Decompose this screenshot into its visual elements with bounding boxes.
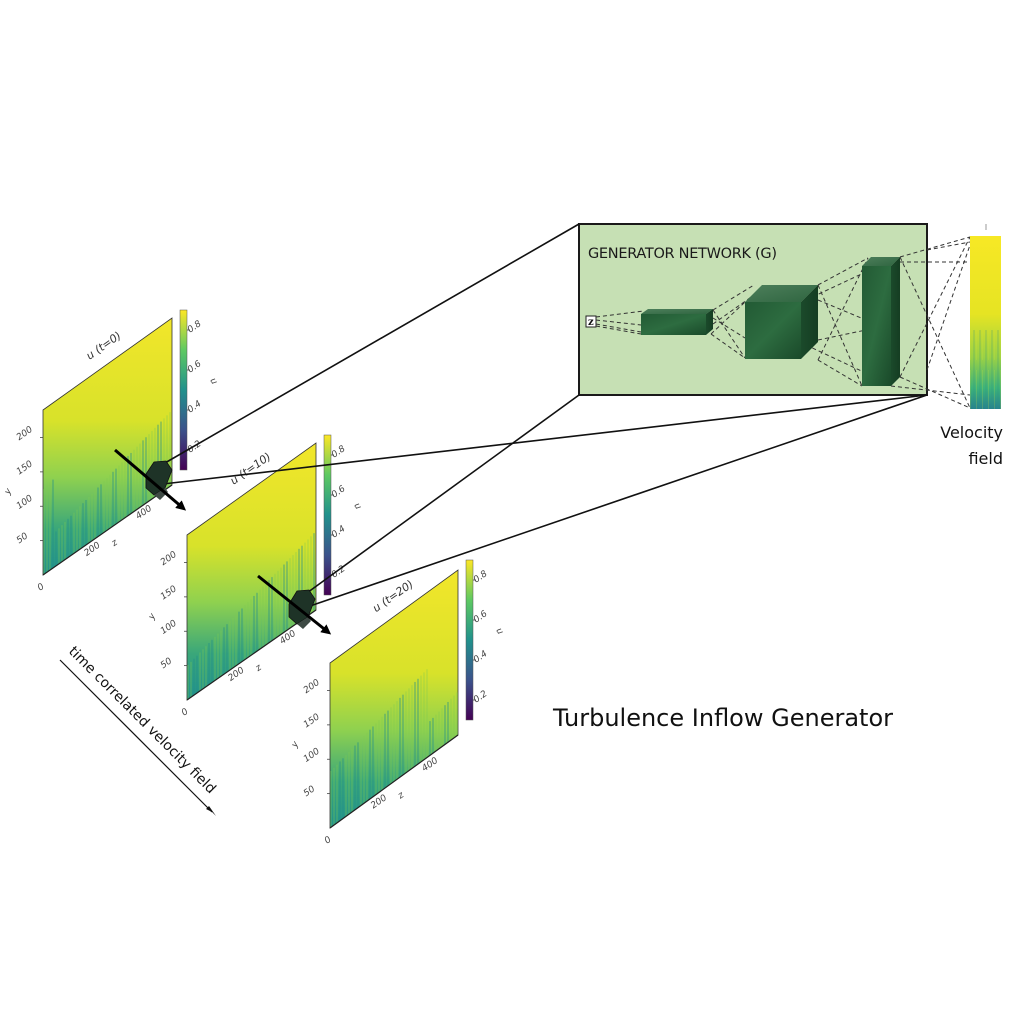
velocity-field-texture [970, 330, 1001, 409]
generator-layer-3 [862, 257, 900, 386]
y-tick-label: 100 [159, 619, 179, 637]
colorbar [179, 309, 188, 471]
projection-lines [157, 223, 928, 607]
y-tick-label: 0 [36, 582, 47, 594]
generator-title: GENERATOR NETWORK (G) [588, 246, 777, 262]
velocity-panel-3: u (t=20)050100150200y200400z0.20.40.60.8… [289, 559, 505, 847]
heatmap-texture [330, 669, 458, 828]
y-tick-label: 100 [302, 747, 322, 765]
y-tick-label: 100 [15, 494, 35, 512]
colorbar-tick-label: 0.6 [330, 484, 348, 501]
colorbar-tick-label: 0.8 [186, 319, 204, 336]
generator-layer-2 [745, 285, 818, 359]
colorbar-tick-label: 0.6 [472, 609, 490, 626]
time-arrow-1 [114, 448, 187, 511]
colorbar [465, 559, 474, 721]
time-arrow-2 [257, 574, 332, 635]
y-tick-label: 200 [15, 425, 35, 443]
y-tick-label: 0 [180, 707, 191, 719]
y-axis-label: y [2, 486, 14, 497]
z-axis-line [42, 484, 173, 576]
y-tick-label: 200 [302, 678, 322, 696]
y-tick-label: 150 [159, 584, 179, 602]
colorbar-tick-label: 0.4 [472, 649, 490, 666]
velocity-field-label-line2: field [968, 449, 1003, 468]
generator-layer-1 [641, 309, 713, 335]
colorbar-tick-label: 0.8 [330, 444, 348, 461]
velocity-field-label-line1: Velocity [940, 423, 1003, 442]
y-axis-label: y [289, 739, 301, 750]
output-connections [890, 236, 971, 409]
projection-line-2a [299, 394, 580, 599]
y-tick-label: 0 [323, 835, 334, 847]
colorbar-tick-label: 0.8 [472, 569, 490, 586]
velocity-field-output: Velocity field [940, 224, 1003, 468]
colorbar-label: u [493, 627, 505, 637]
y-tick-label: 200 [159, 550, 179, 568]
projection-line-1b [162, 394, 928, 485]
network-connections [595, 257, 871, 387]
time-axis-arrowhead [206, 806, 216, 816]
z-axis-label: z [253, 663, 264, 675]
colorbar-label: u [351, 502, 363, 512]
colorbar-label: u [207, 377, 219, 387]
time-axis-line [59, 659, 213, 813]
colorbar [323, 434, 332, 596]
colorbar-tick-label: 0.2 [472, 689, 490, 706]
z-axis-line [329, 734, 459, 829]
colorbar-tick-label: 0.4 [186, 399, 204, 416]
z-axis-label: z [396, 790, 407, 802]
projection-line-1a [157, 223, 580, 468]
y-tick-label: 50 [302, 784, 317, 799]
y-tick-label: 50 [15, 531, 30, 546]
heatmap-texture [187, 533, 315, 700]
colorbar-tick-label: 0.4 [330, 524, 348, 541]
colorbar-tick-label: 0.2 [330, 564, 348, 581]
main-title: Turbulence Inflow Generator [552, 704, 893, 732]
colorbar-tick-label: 0.6 [186, 359, 204, 376]
y-axis-label: y [146, 611, 158, 622]
z-axis-line [186, 609, 317, 701]
latent-z-box [585, 315, 597, 328]
generator-network-box: GENERATOR NETWORK (G) z [578, 223, 928, 396]
y-tick-label: 50 [159, 656, 174, 671]
projection-line-2b [309, 394, 928, 607]
z-axis-label: z [109, 538, 120, 550]
y-tick-label: 150 [302, 712, 322, 730]
velocity-panels: u (t=0)050100150200y200400z0.20.40.60.8u… [2, 309, 505, 847]
y-tick-label: 150 [15, 459, 35, 477]
latent-z-label: z [588, 317, 594, 328]
